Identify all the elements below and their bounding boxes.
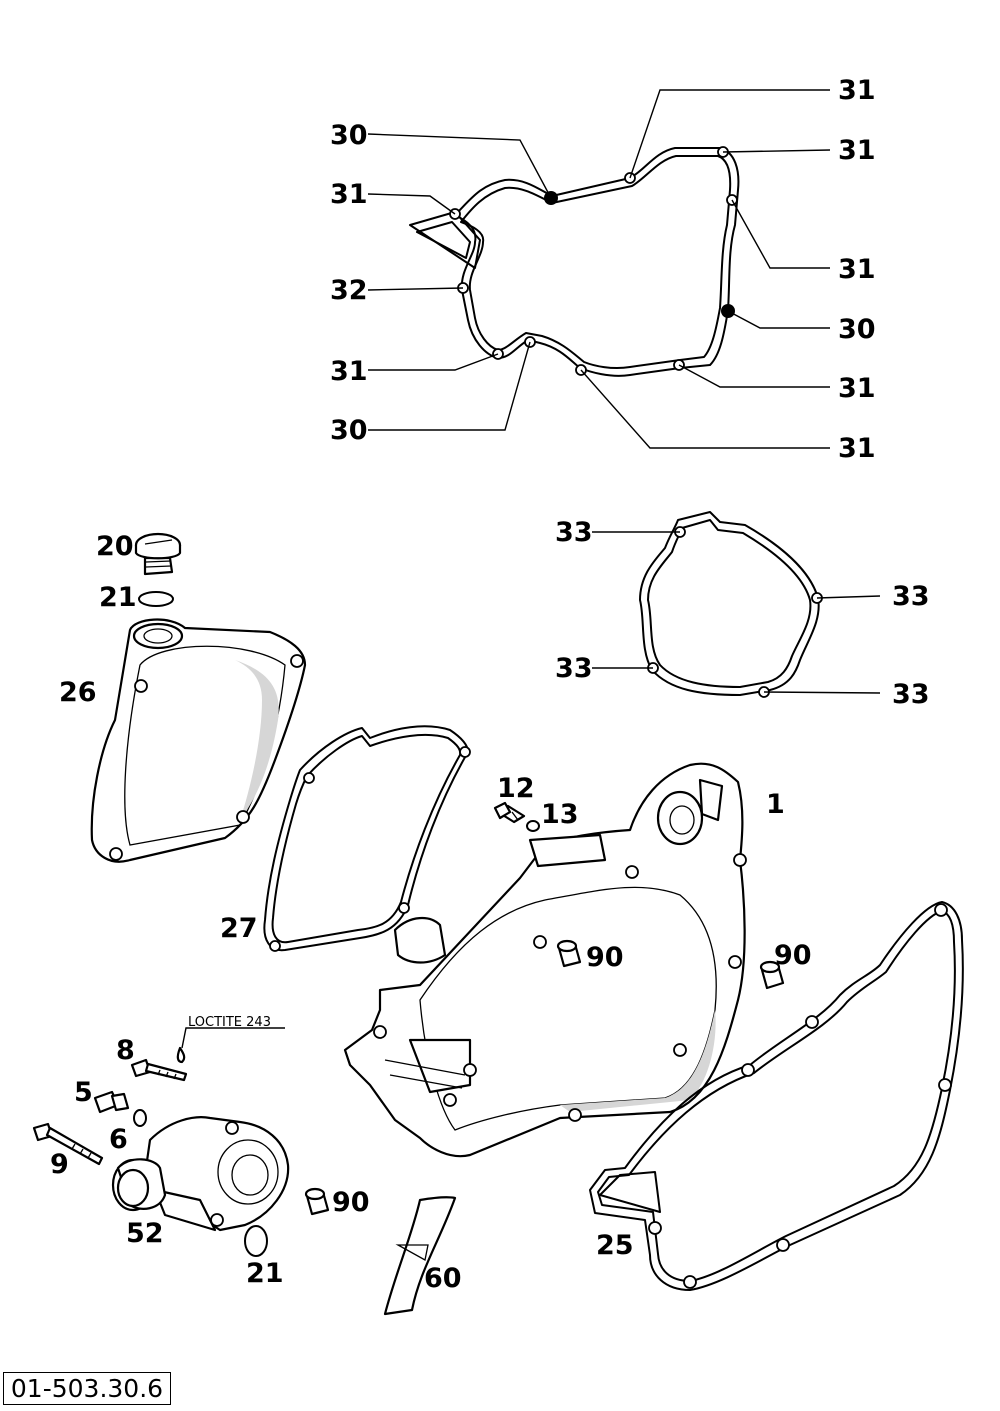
label-30: 30 bbox=[330, 415, 368, 446]
label-33: 33 bbox=[555, 517, 593, 548]
drain-plug-5 bbox=[93, 1090, 130, 1114]
label-21: 21 bbox=[246, 1258, 284, 1289]
label-33: 33 bbox=[555, 653, 593, 684]
gasket-25 bbox=[589, 901, 964, 1291]
label-21: 21 bbox=[99, 582, 137, 613]
label-52: 52 bbox=[126, 1218, 164, 1249]
loctite-drop bbox=[176, 1027, 285, 1064]
label-60: 60 bbox=[424, 1263, 462, 1294]
label-1: 1 bbox=[766, 789, 785, 820]
callout-labels: 31 30 31 31 31 32 30 31 31 30 31 33 33 3… bbox=[50, 75, 930, 1294]
label-33: 33 bbox=[892, 679, 930, 710]
label-25: 25 bbox=[596, 1230, 634, 1261]
clutch-cover bbox=[90, 618, 307, 863]
label-31: 31 bbox=[838, 254, 876, 285]
bolt-8 bbox=[130, 1058, 188, 1082]
screw-12 bbox=[493, 801, 526, 824]
label-12: 12 bbox=[497, 773, 535, 804]
ignition-cover bbox=[343, 762, 747, 1158]
loctite-note: LOCTITE 243 bbox=[188, 1015, 271, 1030]
label-90: 90 bbox=[332, 1187, 370, 1218]
label-8: 8 bbox=[116, 1035, 135, 1066]
bolt-9 bbox=[32, 1122, 104, 1166]
hose-60 bbox=[383, 1196, 457, 1316]
o-ring-21-top bbox=[138, 591, 174, 607]
washer-6 bbox=[133, 1109, 147, 1127]
oil-filler-plug bbox=[134, 532, 182, 576]
gasket-33 bbox=[592, 511, 881, 698]
dowel-sleeve-90-a bbox=[556, 939, 582, 968]
label-27: 27 bbox=[220, 913, 258, 944]
label-30: 30 bbox=[330, 120, 368, 151]
label-30: 30 bbox=[838, 314, 876, 345]
label-13: 13 bbox=[541, 799, 579, 830]
water-pump-cover bbox=[111, 1116, 290, 1232]
label-9: 9 bbox=[50, 1149, 69, 1180]
label-31: 31 bbox=[330, 356, 368, 387]
label-32: 32 bbox=[330, 275, 368, 306]
dowel-sleeve-90-c bbox=[304, 1187, 330, 1216]
top-gasket bbox=[409, 146, 740, 377]
washer-13 bbox=[526, 820, 540, 832]
label-31: 31 bbox=[838, 373, 876, 404]
o-ring-21-bottom bbox=[244, 1225, 268, 1257]
gasket-27 bbox=[263, 725, 471, 952]
drawing-number: 01-503.30.6 bbox=[3, 1372, 171, 1405]
label-5: 5 bbox=[74, 1077, 93, 1108]
label-31: 31 bbox=[330, 179, 368, 210]
label-31: 31 bbox=[838, 433, 876, 464]
dowel-sleeve-90-b bbox=[759, 960, 785, 990]
label-6: 6 bbox=[109, 1124, 128, 1155]
label-90: 90 bbox=[586, 942, 624, 973]
top-gasket-leaders bbox=[367, 89, 831, 449]
label-31: 31 bbox=[838, 135, 876, 166]
label-90: 90 bbox=[774, 940, 812, 971]
label-20: 20 bbox=[96, 531, 134, 562]
label-31: 31 bbox=[838, 75, 876, 106]
label-26: 26 bbox=[59, 677, 97, 708]
label-33: 33 bbox=[892, 581, 930, 612]
